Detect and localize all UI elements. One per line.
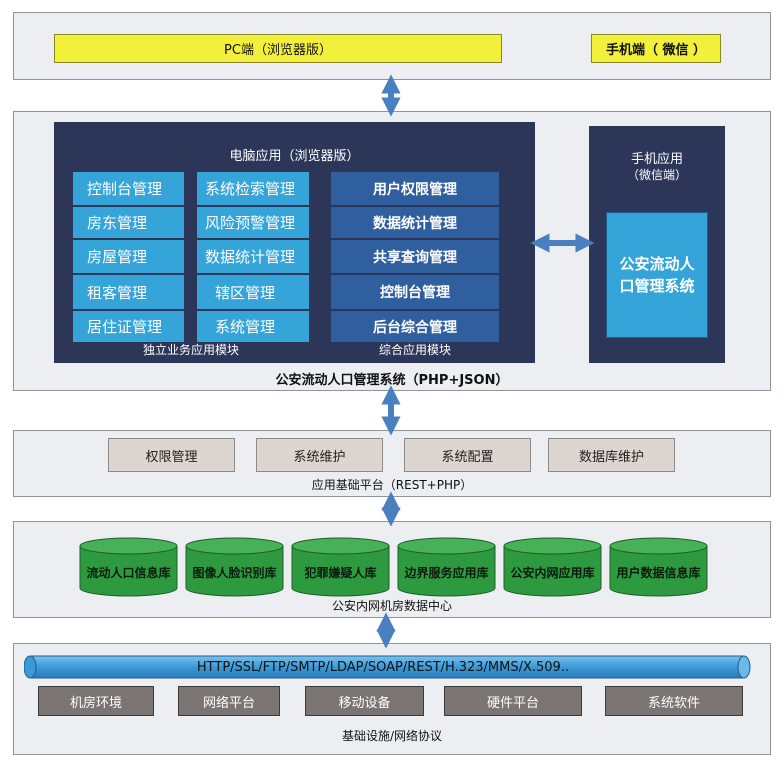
module-cell: 房东管理 <box>73 207 184 240</box>
module-cell: 共享查询管理 <box>331 240 499 275</box>
module-cell: 租客管理 <box>73 275 184 311</box>
integrated-modules-caption: 综合应用模块 <box>378 342 451 357</box>
database-cylinder-top <box>397 537 496 555</box>
module-cell: 居住证管理 <box>73 311 184 344</box>
database-label: 用户数据信息库 <box>615 565 700 580</box>
module-cell: 用户权限管理 <box>331 172 499 207</box>
database-cylinder-top <box>503 537 602 555</box>
independent-col2: 系统检索管理 风险预警管理 数据统计管理 辖区管理 系统管理 <box>197 172 309 344</box>
database-cylinder-body <box>185 545 284 597</box>
database-cylinder-top <box>609 537 708 555</box>
infra-item: 系统软件 <box>605 686 743 716</box>
database-label: 流动人口信息库 <box>86 565 170 580</box>
database-cylinder-body <box>79 545 178 597</box>
mobile-system-label: 公安流动人口管理系统 <box>619 255 695 295</box>
pc-app-title: 电脑应用（浏览器版） <box>229 148 360 164</box>
database-label: 公安内网应用库 <box>510 565 594 580</box>
database-cylinder-body <box>503 545 602 597</box>
module-cell: 后台综合管理 <box>331 311 499 344</box>
module-cell: 系统管理 <box>197 311 309 344</box>
database-cylinder-body <box>397 545 496 597</box>
module-cell: 房屋管理 <box>73 240 184 275</box>
data-center-caption: 公安内网机房数据中心 <box>331 598 452 613</box>
database-label: 犯罪嫌疑人库 <box>303 565 376 580</box>
module-cell: 数据统计管理 <box>331 207 499 240</box>
mobile-system-box: 公安流动人口管理系统 <box>606 212 708 338</box>
infrastructure-caption: 基础设施/网络协议 <box>341 728 443 743</box>
module-cell: 辖区管理 <box>197 275 309 311</box>
platform-item: 数据库维护 <box>548 438 675 472</box>
independent-modules-caption: 独立业务应用模块 <box>142 342 239 357</box>
database-cylinder-top <box>185 537 284 555</box>
module-cell: 风险预警管理 <box>197 207 309 240</box>
database-cylinder-body <box>609 545 708 597</box>
protocol-bar <box>24 655 751 679</box>
infra-item: 网络平台 <box>178 686 280 716</box>
platform-item: 系统维护 <box>256 438 383 472</box>
database-label: 边界服务应用库 <box>403 565 488 580</box>
database-label: 图像人脸识别库 <box>192 565 276 580</box>
module-cell: 数据统计管理 <box>197 240 309 275</box>
mobile-app-title: 手机应用 <box>630 151 683 167</box>
database-cylinder-top <box>79 537 178 555</box>
platform-layer-caption: 应用基础平台（REST+PHP） <box>311 477 473 492</box>
application-layer-caption: 公安流动人口管理系统（PHP+JSON） <box>275 372 509 388</box>
mobile-client-box: 手机端（ 微信 ） <box>591 34 721 63</box>
database-cylinder-top <box>291 537 390 555</box>
protocol-list: HTTP/SSL/FTP/SMTP/LDAP/SOAP/REST/H.323/M… <box>196 659 570 675</box>
mobile-app-subtitle: （微信端） <box>626 167 687 182</box>
integrated-col: 用户权限管理 数据统计管理 共享查询管理 控制台管理 后台综合管理 <box>331 172 499 344</box>
module-cell: 系统检索管理 <box>197 172 309 207</box>
database-cylinder-body <box>291 545 390 597</box>
module-cell: 控制台管理 <box>331 275 499 311</box>
independent-col1: 控制台管理 房东管理 房屋管理 租客管理 居住证管理 <box>73 172 184 344</box>
pc-client-box: PC端（浏览器版） <box>54 34 502 63</box>
infra-item: 硬件平台 <box>444 686 582 716</box>
infra-item: 移动设备 <box>305 686 424 716</box>
infra-item: 机房环境 <box>38 686 154 716</box>
platform-item: 权限管理 <box>108 438 235 472</box>
module-cell: 控制台管理 <box>73 172 184 207</box>
platform-item: 系统配置 <box>404 438 531 472</box>
